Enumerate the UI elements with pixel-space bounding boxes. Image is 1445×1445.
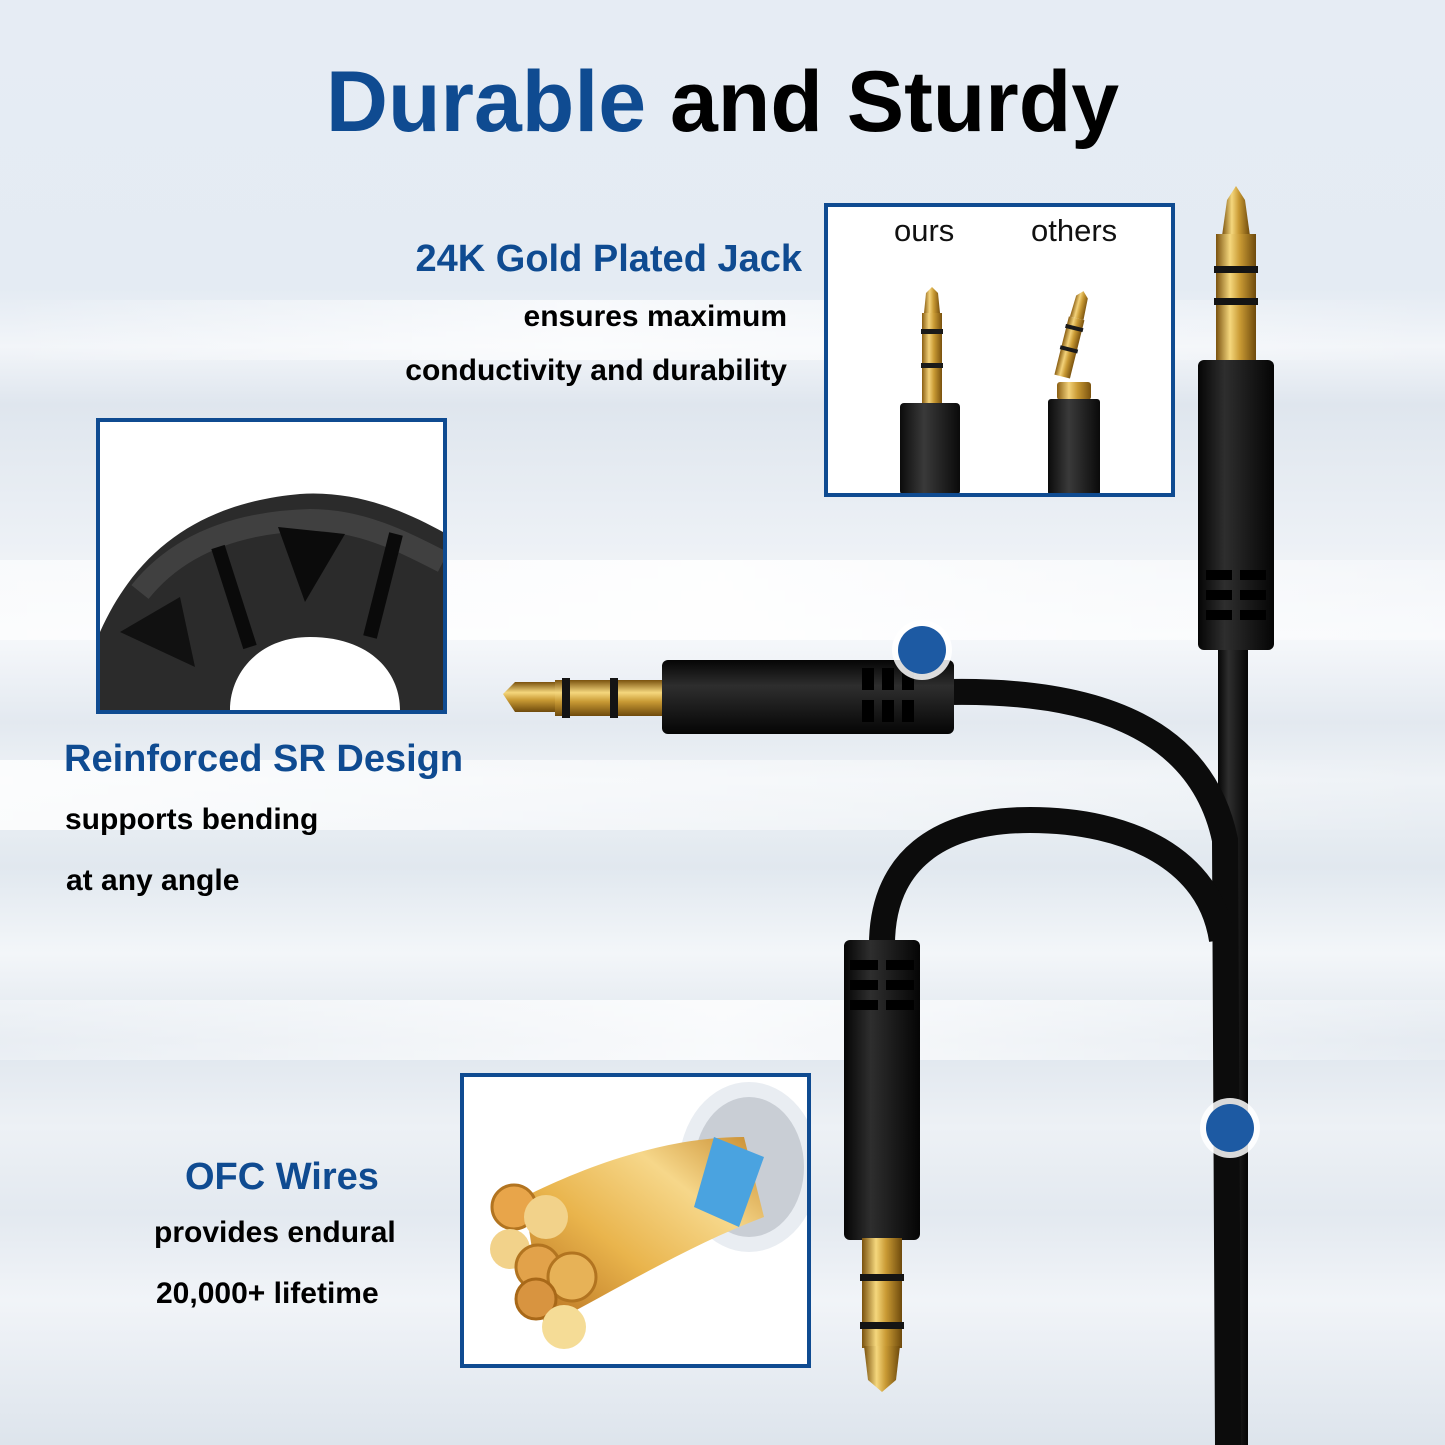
comparison-label-ours: ours (894, 213, 955, 248)
title-rest: and Sturdy (669, 54, 1120, 150)
feature-heading-ofc-wires: OFC Wires (185, 1156, 379, 1198)
gold-plug-comparison-image (900, 287, 1100, 493)
top-plug (1198, 186, 1274, 650)
callout-marker-sr (898, 626, 946, 674)
feature-line: 20,000+ lifetime (156, 1277, 379, 1310)
copper-wire-strands-image (490, 1082, 807, 1349)
feature-line: conductivity and durability (405, 354, 787, 387)
feature-line: ensures maximum (523, 300, 787, 333)
feature-line: provides endural (154, 1216, 396, 1249)
title-highlight: Durable (325, 54, 647, 150)
callout-marker-ofc (1206, 1104, 1254, 1152)
comparison-image-box: ours others (824, 203, 1175, 497)
page-title: Durable and Sturdy (0, 52, 1445, 152)
feature-heading-gold-jack: 24K Gold Plated Jack (415, 238, 803, 280)
feature-line: at any angle (66, 864, 240, 897)
comparison-label-others: others (1031, 213, 1118, 248)
feature-heading-sr-design: Reinforced SR Design (64, 738, 464, 780)
sr-design-image-box (96, 418, 447, 714)
feature-line: supports bending (65, 803, 319, 836)
strain-relief-closeup-image (100, 493, 443, 710)
ofc-image-box (460, 1073, 811, 1368)
